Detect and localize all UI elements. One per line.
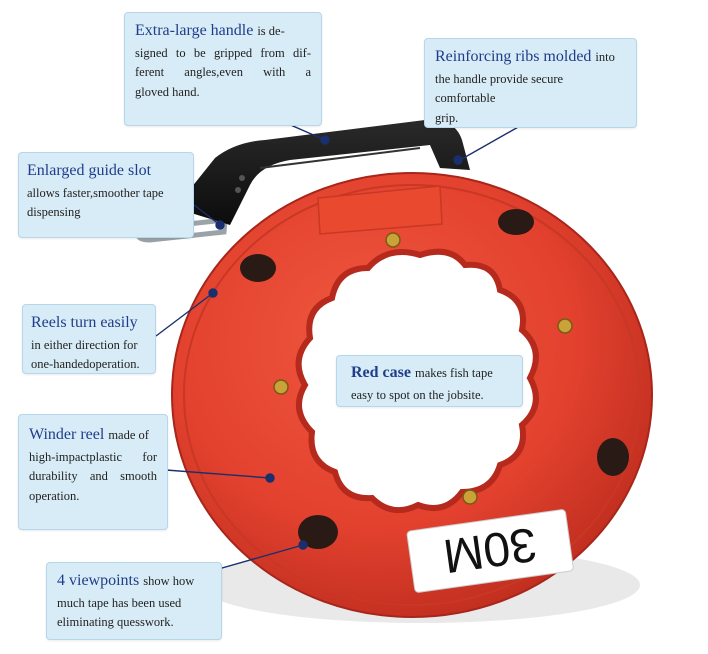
callout-guide-title: Enlarged guide slot <box>27 162 152 179</box>
callout-redcase-title: Red case <box>351 364 411 381</box>
product-size-label: 30M <box>440 517 540 582</box>
callout-handle-line-1: Extra-large handle is de- <box>135 22 285 39</box>
viewpoint-hole-2 <box>498 209 534 235</box>
callout-winder-title: Winder reel <box>29 426 105 443</box>
black-handle <box>175 119 470 225</box>
viewpoint-hole-1 <box>240 254 276 282</box>
callout-reels-title: Reels turn easily <box>31 314 138 331</box>
callout-4-viewpoints: 4 viewpoints show how much tape has been… <box>46 562 222 640</box>
viewpoint-hole-3 <box>597 438 629 476</box>
callout-red-case: Red case makes fish tape easy to spot on… <box>336 355 523 407</box>
callout-viewpoints-title: 4 viewpoints <box>57 572 140 589</box>
callout-enlarged-guide-slot: Enlarged guide slot allows faster,smooth… <box>18 152 194 238</box>
leader-lines <box>155 115 521 571</box>
callout-handle-title: Extra-large handle <box>135 22 254 39</box>
callout-reels-turn-easily: Reels turn easily in either direction fo… <box>22 304 156 374</box>
callout-winder-reel: Winder reel made of high-impactplastic f… <box>18 414 168 530</box>
callout-extra-large-handle: Extra-large handle is de- signed to be g… <box>124 12 322 126</box>
viewpoint-hole-4 <box>298 515 338 549</box>
callout-ribs-title: Reinforcing ribs molded <box>435 48 592 65</box>
size-label: 30M <box>406 509 574 593</box>
callout-reinforcing-ribs: Reinforcing ribs molded into the handle … <box>424 38 637 128</box>
